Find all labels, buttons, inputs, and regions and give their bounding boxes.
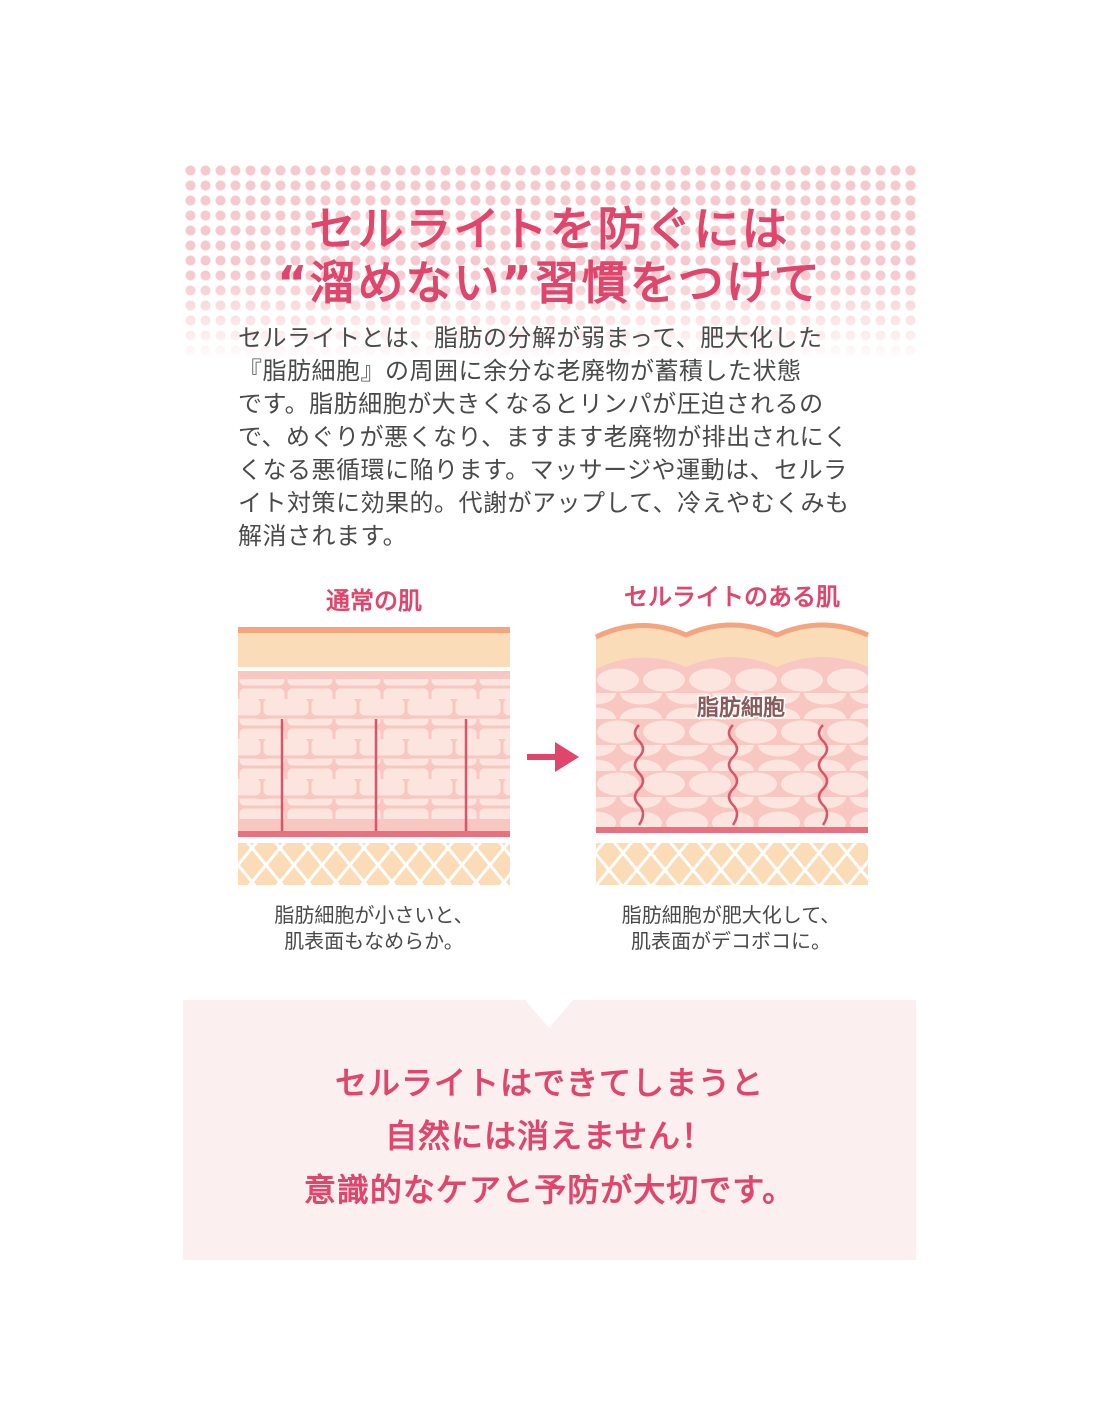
- fat-cell-label: 脂肪細胞: [697, 695, 785, 721]
- right-arrow-icon: [527, 742, 579, 772]
- caption-line: 肌表面がデコボコに。: [631, 929, 831, 953]
- lower-tissue-layer: [596, 843, 868, 885]
- skin-surface-line: [594, 622, 869, 640]
- epidermis-layer: [238, 633, 510, 667]
- cellulite-skin-illustration: 脂肪細胞: [594, 622, 869, 885]
- description-line: セルライトとは、脂肪の分解が弱まって、肥大化した: [238, 324, 823, 352]
- lower-tissue-layer: [238, 843, 510, 885]
- caption-line: 肌表面もなめらか。: [284, 929, 464, 953]
- cellulite-skin-caption: 脂肪細胞が肥大化して、 肌表面がデコボコに。: [579, 902, 883, 954]
- description-line: です。脂肪細胞が大きくなるとリンパが圧迫されるの: [238, 390, 824, 418]
- conclusion-line: 自然には消えません！: [384, 1117, 715, 1155]
- normal-skin-title: 通常の肌: [326, 587, 422, 615]
- heading-line-2: “溜めない”習慣をつけて: [277, 256, 822, 310]
- muscle-line: [596, 827, 868, 833]
- cellulite-skin-title: セルライトのある肌: [624, 583, 840, 611]
- description-line: 『脂肪細胞』の周囲に余分な老廃物が蓄積した状態: [238, 357, 802, 385]
- caption-line: 脂肪細胞が小さいと、: [274, 903, 474, 927]
- normal-skin-illustration: [238, 627, 510, 885]
- description-line: くなる悪循環に陥ります。マッサージや運動は、セルラ: [238, 456, 848, 484]
- conclusion-line: 意識的なケアと予防が大切です。: [303, 1171, 796, 1209]
- description-line: イト対策に効果的。代謝がアップして、冷えやむくみも: [238, 489, 850, 517]
- dotted-header-background: [183, 163, 916, 363]
- conclusion-panel: [183, 1000, 916, 1260]
- skin-surface-line: [238, 627, 510, 633]
- description-line: で、めぐりが悪くなり、ますます老廃物が排出されにく: [238, 423, 849, 451]
- heading-line-1: セルライトを防ぐには: [309, 202, 790, 256]
- description-line: 解消されます。: [238, 522, 408, 550]
- caption-line: 脂肪細胞が肥大化して、: [621, 903, 841, 927]
- conclusion-notch: [525, 1000, 573, 1028]
- normal-skin-caption: 脂肪細胞が小さいと、 肌表面もなめらか。: [222, 902, 526, 954]
- muscle-line: [238, 831, 510, 837]
- conclusion-line: セルライトはできてしまうと: [334, 1064, 764, 1102]
